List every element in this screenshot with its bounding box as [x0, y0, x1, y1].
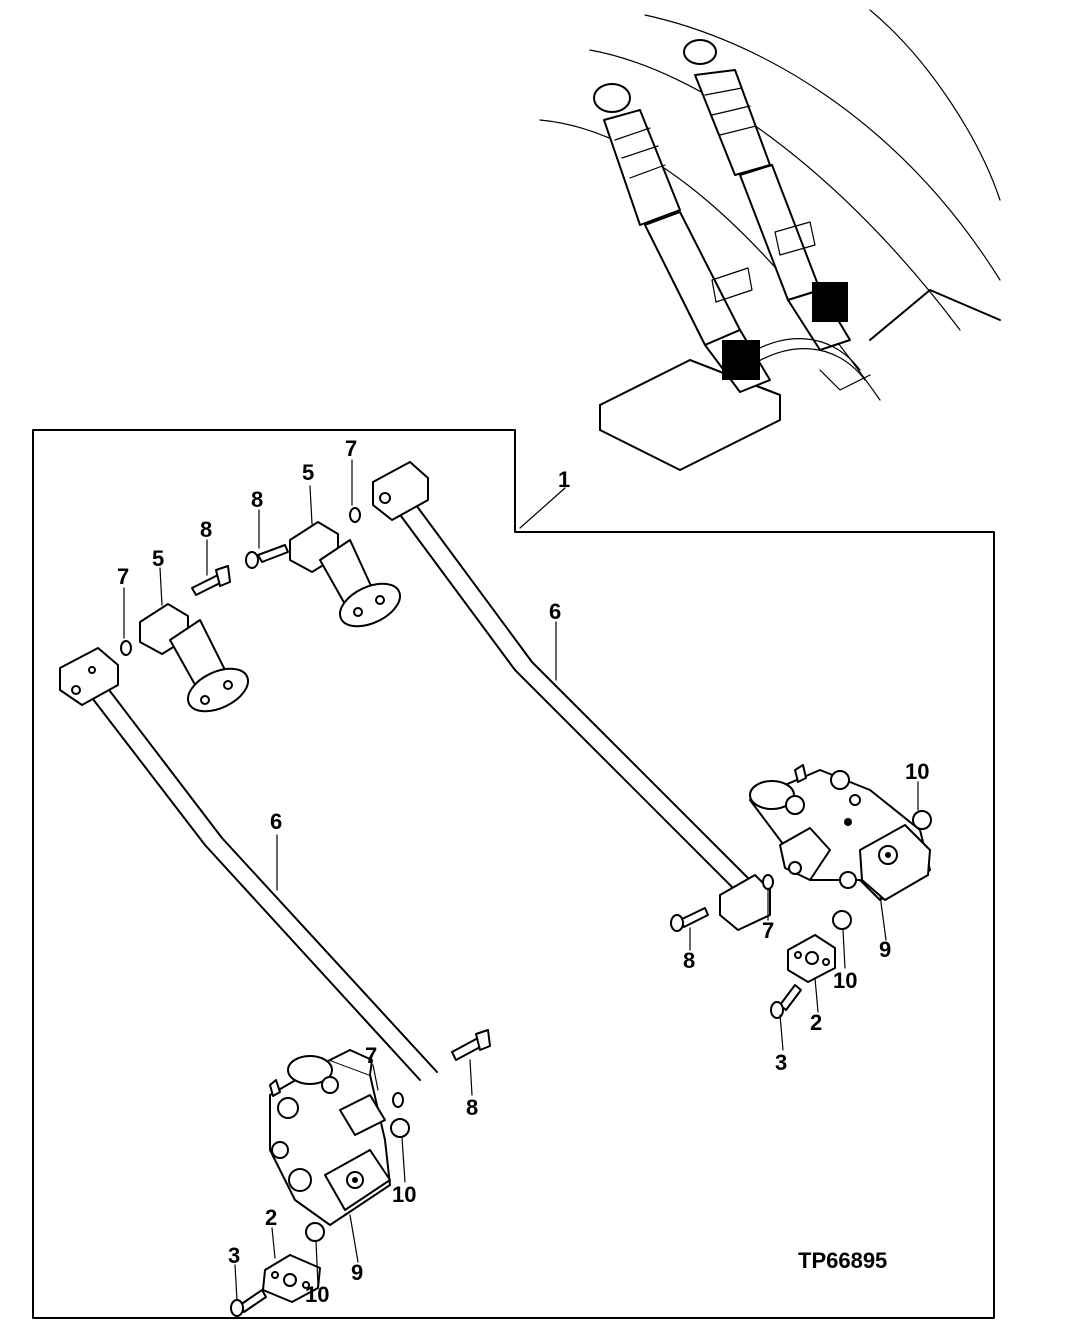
flange-plate-right — [787, 934, 836, 983]
o-ring-valve-left-top — [390, 1118, 410, 1138]
callout-6-right: 6 — [549, 599, 561, 624]
o-ring-lower-left — [392, 1092, 404, 1108]
callout-5-left: 5 — [152, 546, 164, 571]
flange-clamp-right — [289, 521, 401, 628]
callout-3-right: 3 — [775, 1050, 787, 1075]
cap-screw-lower-left — [451, 1029, 491, 1061]
o-ring-valve-right-bottom — [832, 910, 852, 930]
callout-7-upper-right: 7 — [345, 436, 357, 461]
o-ring-valve-left-bottom — [305, 1222, 325, 1242]
callout-5-right: 5 — [302, 460, 314, 485]
flange-clamp-left — [139, 603, 249, 713]
valve-right — [749, 764, 931, 901]
callout-8-upper-left: 8 — [200, 517, 212, 542]
o-ring-lower-right — [762, 874, 774, 890]
callout-10-right-top: 10 — [905, 759, 929, 784]
cap-screw-flange-right — [770, 984, 802, 1019]
callout-7-lower-left: 7 — [365, 1043, 377, 1068]
o-ring-upper-right — [349, 507, 361, 523]
callout-9-right: 9 — [879, 937, 891, 962]
callout-6-left: 6 — [270, 809, 282, 834]
callout-8-lower-right: 8 — [683, 948, 695, 973]
o-ring-valve-right-top — [912, 810, 932, 830]
callout-labels: 1 5 5 7 7 7 7 8 8 8 8 6 6 10 10 10 10 9 … — [117, 436, 929, 1307]
cap-screw-upper-left — [191, 565, 231, 596]
callout-2-left: 2 — [265, 1205, 277, 1230]
callout-10-left-top: 10 — [392, 1182, 416, 1207]
callout-10-left-bottom: 10 — [305, 1282, 329, 1307]
callout-10-right-bottom: 10 — [833, 968, 857, 993]
hydraulic-tube-left — [59, 647, 438, 1081]
drawing-id-label: TP66895 — [798, 1248, 887, 1273]
callout-8-upper-right: 8 — [251, 487, 263, 512]
callout-1: 1 — [558, 467, 570, 492]
callout-9-left: 9 — [351, 1260, 363, 1285]
leader-lines — [123, 459, 919, 1301]
callout-7-lower-right: 7 — [762, 918, 774, 943]
callout-3-left: 3 — [228, 1243, 240, 1268]
callout-7-upper-left: 7 — [117, 564, 129, 589]
machine-location-inset — [539, 9, 1001, 471]
cap-screw-upper-right — [245, 544, 289, 569]
o-ring-upper-left — [120, 640, 132, 656]
valve-left — [269, 1049, 391, 1226]
assembly-boundary-frame — [32, 429, 995, 1319]
cap-screw-lower-right — [670, 907, 709, 932]
cap-screw-flange-left — [230, 1289, 267, 1317]
callout-8-lower-left: 8 — [466, 1095, 478, 1120]
hydraulic-tube-right — [372, 461, 771, 931]
callout-2-right: 2 — [810, 1010, 822, 1035]
